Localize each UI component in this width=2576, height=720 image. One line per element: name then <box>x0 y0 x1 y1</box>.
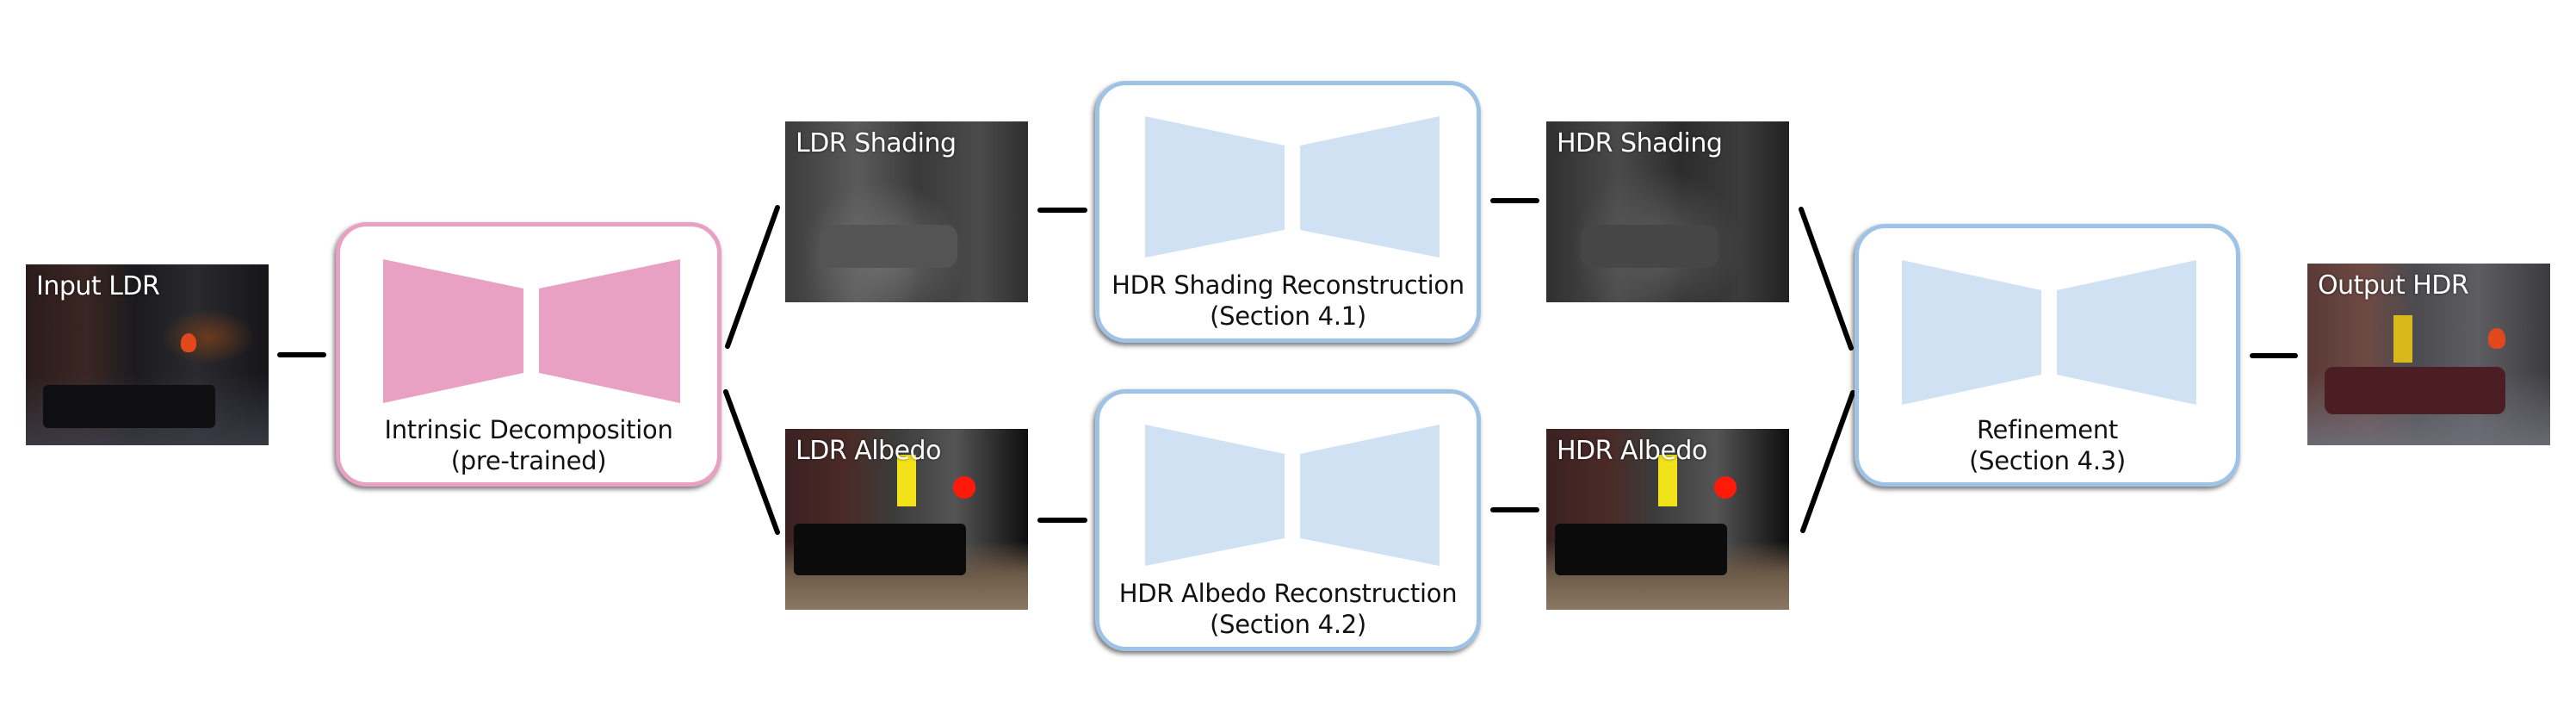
input-ldr-image: Input LDR <box>26 264 269 445</box>
ldr-shading-label: LDR Shading <box>796 128 957 158</box>
hdr-albedo-label: HDR Albedo <box>1557 436 1707 466</box>
hdr-shading-label: HDR Shading <box>1557 128 1723 158</box>
ldr-shading-image: LDR Shading <box>785 121 1028 302</box>
refinement-title: Refinement <box>1976 415 2119 444</box>
connector-hdr-albedo-to-refinement <box>1800 390 1855 533</box>
connector-intrinsic-to-ldr-albedo <box>723 389 780 535</box>
hdr-albedo-image: HDR Albedo <box>1546 429 1789 610</box>
albedo-module-title: HDR Albedo Reconstruction <box>1118 579 1458 608</box>
output-hdr-image: Output HDR <box>2307 264 2550 445</box>
encoder-decoder-icon <box>1145 116 1440 258</box>
refinement-module: Refinement (Section 4.3) <box>1855 224 2240 487</box>
hdr-shading-reconstruction-module: HDR Shading Reconstruction (Section 4.1) <box>1095 81 1481 343</box>
output-hdr-label: Output HDR <box>2318 270 2469 301</box>
encoder-decoder-icon <box>1902 260 2196 405</box>
refinement-subtitle: (Section 4.3) <box>1969 446 2126 475</box>
ldr-albedo-label: LDR Albedo <box>796 436 941 466</box>
intrinsic-subtitle: (pre-trained) <box>450 446 607 475</box>
ldr-albedo-image: LDR Albedo <box>785 429 1028 610</box>
hdr-albedo-reconstruction-module: HDR Albedo Reconstruction (Section 4.2) <box>1095 389 1481 651</box>
intrinsic-title: Intrinsic Decomposition <box>384 415 673 444</box>
intrinsic-decomposition-module: Intrinsic Decomposition (pre-trained) <box>336 222 721 487</box>
albedo-module-subtitle: (Section 4.2) <box>1210 610 1366 639</box>
input-ldr-label: Input LDR <box>36 271 160 301</box>
hdr-shading-image: HDR Shading <box>1546 121 1789 302</box>
encoder-decoder-icon <box>1145 425 1440 566</box>
encoder-decoder-icon <box>383 259 680 403</box>
connector-intrinsic-to-ldr-shading <box>725 205 780 349</box>
shading-module-subtitle: (Section 4.1) <box>1210 301 1366 331</box>
connector-hdr-shading-to-refinement <box>1799 207 1854 351</box>
shading-module-title: HDR Shading Reconstruction <box>1112 270 1464 300</box>
